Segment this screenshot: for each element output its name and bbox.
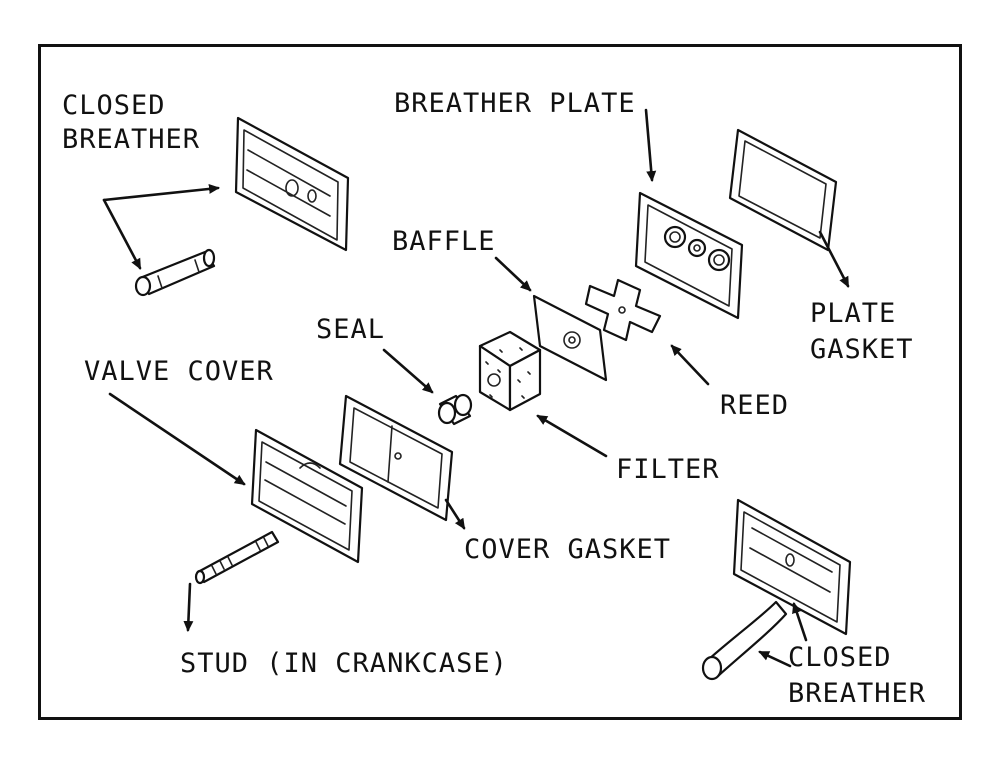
label-plate-gasket-line1: PLATE — [810, 298, 896, 329]
label-seal: SEAL — [316, 314, 385, 345]
label-stud: STUD (IN CRANKCASE) — [180, 648, 508, 679]
baffle — [532, 294, 608, 382]
closed-breather-plate-bottom — [732, 498, 852, 636]
closed-breather-hose-bottom — [701, 600, 788, 681]
closed-breather-tube-top — [134, 248, 216, 297]
label-closed-breather-top-line1: CLOSED — [62, 90, 166, 121]
label-valve-cover: VALVE COVER — [84, 356, 274, 387]
label-filter: FILTER — [616, 454, 720, 485]
label-closed-breather-bottom-line2: BREATHER — [788, 678, 926, 709]
reed — [584, 278, 662, 342]
label-breather-plate: BREATHER PLATE — [394, 88, 636, 119]
label-baffle: BAFFLE — [392, 226, 496, 257]
leader-arrows — [102, 108, 850, 668]
label-plate-gasket-line2: GASKET — [810, 334, 914, 365]
closed-breather-plate-top — [234, 116, 350, 252]
breather-plate — [634, 191, 744, 320]
label-closed-breather-top-line2: BREATHER — [62, 124, 200, 155]
seal — [437, 393, 473, 426]
filter — [478, 330, 542, 412]
stud — [194, 530, 280, 585]
cover-gasket — [338, 394, 454, 522]
label-closed-breather-bottom-line1: CLOSED — [788, 642, 892, 673]
valve-cover — [250, 428, 364, 564]
label-reed: REED — [720, 390, 789, 421]
label-cover-gasket: COVER GASKET — [464, 534, 671, 565]
